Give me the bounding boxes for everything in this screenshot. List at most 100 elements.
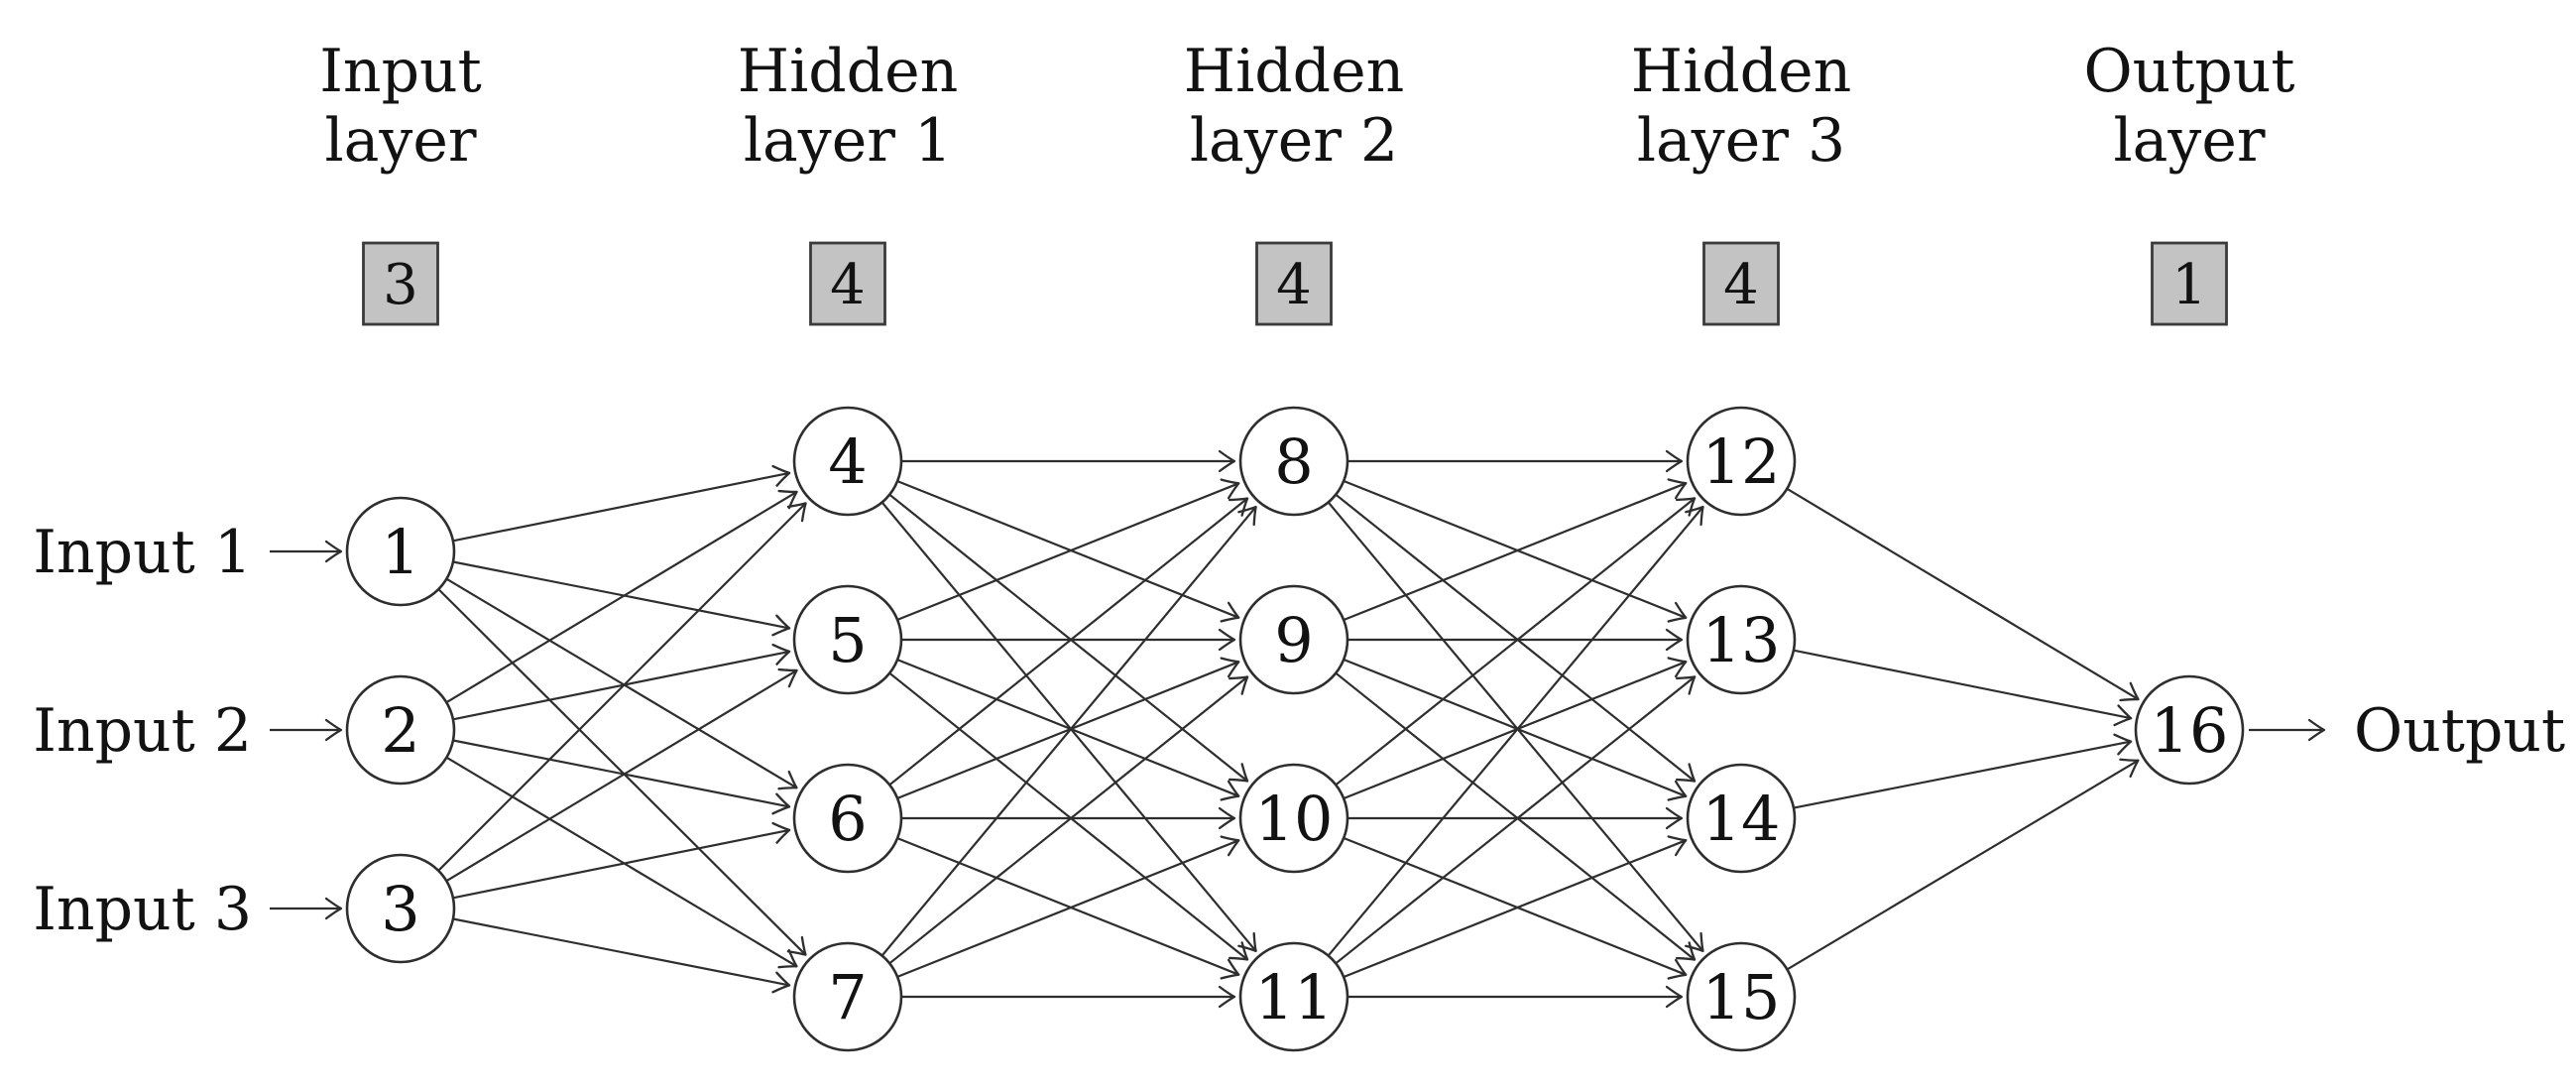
node-3 [345,853,456,964]
node-label-2: 2 [381,694,419,767]
edge-10-to-12 [1335,497,1697,787]
node-4 [792,406,903,517]
layer-size-badge-value-hidden-3: 4 [1723,253,1759,317]
edge-1-to-6 [445,577,798,790]
edge-3-to-7 [452,917,791,994]
node-9 [1238,584,1349,695]
input-label-2: Input 2 [33,696,252,766]
node-1 [345,496,456,607]
edge-15-to-16 [1786,758,2140,971]
node-label-13: 13 [1702,604,1781,676]
node-label-14: 14 [1702,783,1781,855]
layer-header-hidden-1-line1: Hidden [738,37,958,106]
edge-7-to-10 [896,835,1240,978]
edge-7-to-9 [888,675,1249,965]
node-label-3: 3 [381,873,419,945]
layer-header-output-line1: Output [2083,37,2294,106]
edge-11-to-13 [1335,675,1697,965]
edge-2-to-5 [452,643,791,721]
edge-10-to-15 [1343,836,1688,980]
edge-14-to-16 [1793,733,2133,809]
edge-4-to-9 [896,480,1240,623]
edge-9-to-12 [1343,478,1688,622]
edge-4-to-10 [888,493,1249,783]
node-label-10: 10 [1255,783,1334,855]
node-label-6: 6 [828,783,867,855]
edge-11-to-12 [1327,505,1704,957]
input-label-3: Input 3 [33,875,252,944]
node-5 [792,584,903,695]
edge-1-to-5 [452,560,791,637]
node-label-8: 8 [1274,425,1313,498]
layer-header-hidden-3-line2: layer 3 [1637,106,1845,176]
edge-8-to-15 [1327,501,1704,953]
edge-2-to-7 [445,756,798,969]
node-label-7: 7 [828,961,867,1033]
layer-header-input-line2: layer [324,106,476,176]
edge-1-to-7 [437,588,807,956]
edge-3-to-6 [452,821,791,900]
edge-1-to-4 [452,464,791,543]
node-10 [1238,763,1349,874]
node-label-4: 4 [828,425,867,498]
node-11 [1238,941,1349,1052]
edge-3-to-5 [445,667,798,883]
edge-2-to-4 [445,489,798,704]
node-13 [1686,584,1797,695]
edge-13-to-16 [1793,649,2133,727]
layer-size-badge-value-hidden-2: 4 [1276,253,1312,317]
node-15 [1686,941,1797,1052]
layer-header-output-line2: layer [2113,106,2265,176]
layer-size-badge-hidden-3 [1702,241,1780,326]
layer-size-badge-hidden-2 [1255,241,1333,326]
edge-9-to-14 [1343,658,1688,801]
node-2 [345,674,456,786]
edge-6-to-11 [896,837,1240,980]
edge-5-to-8 [896,478,1240,621]
node-8 [1238,406,1349,517]
edge-6-to-8 [888,497,1249,787]
layer-header-hidden-1-line2: layer 1 [744,106,952,176]
layer-header-input-line1: Input [319,37,482,106]
layer-header-hidden-3-line1: Hidden [1631,37,1851,106]
node-12 [1686,406,1797,517]
edge-5-to-11 [888,671,1249,961]
layer-header-hidden-2-line2: layer 2 [1190,106,1398,176]
layer-size-badge-input [362,241,439,326]
layer-size-badge-value-input: 3 [383,253,418,317]
node-label-11: 11 [1255,961,1334,1033]
layer-size-badge-hidden-1 [809,241,886,326]
node-16 [2134,674,2245,786]
edge-3-to-4 [437,502,807,872]
edge-4-to-11 [880,501,1257,953]
layer-size-badge-value-output: 1 [2171,253,2207,317]
edge-8-to-14 [1335,493,1697,783]
edge-5-to-10 [896,659,1240,801]
edge-9-to-15 [1335,671,1697,961]
output-label: Output [2354,696,2565,766]
node-7 [792,941,903,1052]
node-label-12: 12 [1702,425,1781,498]
layer-size-badge-value-hidden-1: 4 [830,253,866,317]
node-label-5: 5 [828,604,867,676]
edge-6-to-9 [896,657,1240,799]
node-6 [792,763,903,874]
node-label-15: 15 [1702,961,1781,1033]
edge-10-to-13 [1343,657,1688,800]
edge-11-to-14 [1343,835,1688,979]
edges-group [270,449,2326,1009]
edge-12-to-16 [1786,487,2140,702]
node-label-9: 9 [1274,604,1313,676]
input-label-1: Input 1 [33,518,252,587]
edge-2-to-6 [452,739,791,815]
layer-size-badge-output [2151,241,2228,326]
edge-7-to-8 [880,505,1257,957]
layer-header-hidden-2-line1: Hidden [1184,37,1404,106]
node-14 [1686,763,1797,874]
node-label-1: 1 [381,516,419,588]
edge-8-to-13 [1343,479,1688,623]
